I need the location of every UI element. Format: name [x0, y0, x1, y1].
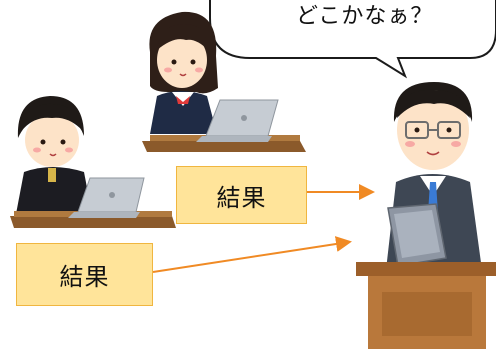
student-boy-laptop-icon — [10, 96, 176, 228]
result-label: 結果 — [176, 166, 307, 224]
speech-bubble-text: どこかなぁ？ — [296, 4, 434, 29]
teacher-tablet-icon — [356, 82, 496, 349]
arrow-result-2-to-teacher — [152, 236, 352, 273]
student-girl-laptop-icon — [142, 11, 306, 152]
result-label: 結果 — [16, 243, 153, 306]
